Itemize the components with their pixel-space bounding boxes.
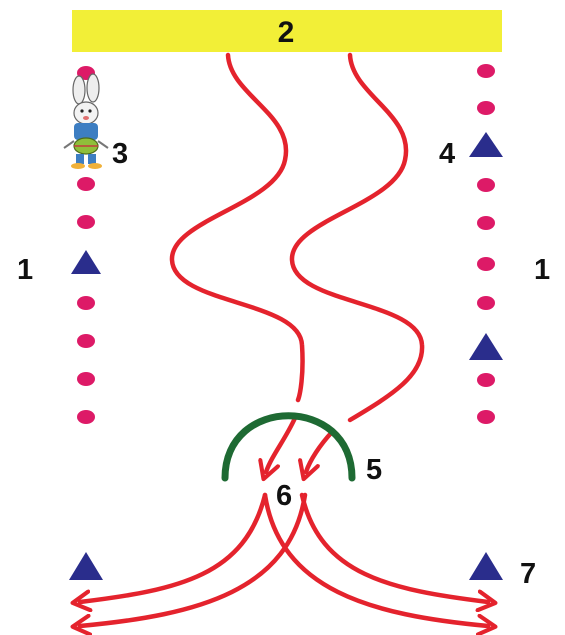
dot-marker-icon bbox=[477, 101, 495, 115]
dot-marker-icon bbox=[477, 64, 495, 78]
dot-marker-icon bbox=[77, 372, 95, 386]
bottom-left-triangle-icon bbox=[69, 552, 103, 580]
dot-marker-icon bbox=[77, 177, 95, 191]
right-dot-column bbox=[477, 64, 495, 424]
left-wavy-path bbox=[169, 52, 305, 403]
bottom-right-triangle-icon bbox=[469, 552, 503, 580]
dot-marker-icon bbox=[77, 215, 95, 229]
dot-marker-icon bbox=[77, 410, 95, 424]
right-wavy-path bbox=[289, 52, 425, 423]
label-arch: 5 bbox=[366, 454, 382, 486]
dot-marker-icon bbox=[477, 257, 495, 271]
label-left-side: 1 bbox=[17, 254, 33, 286]
label-right-triangle: 4 bbox=[439, 138, 455, 170]
left-triangle-icon bbox=[71, 250, 101, 274]
right-upper-triangle-icon bbox=[469, 132, 503, 157]
exit-arrow-left-bottom bbox=[80, 492, 308, 626]
bunny-with-drum-icon bbox=[63, 73, 109, 169]
dot-marker-icon bbox=[77, 334, 95, 348]
right-entry-arrow bbox=[306, 429, 335, 472]
dot-marker-icon bbox=[477, 373, 495, 387]
banner-label: 2 bbox=[278, 16, 295, 49]
dot-marker-icon bbox=[477, 178, 495, 192]
exit-arrow-right-top bbox=[299, 492, 488, 602]
label-bunny: 3 bbox=[112, 138, 128, 170]
dot-marker-icon bbox=[77, 296, 95, 310]
dot-marker-icon bbox=[477, 410, 495, 424]
arch-gate bbox=[221, 412, 356, 482]
right-lower-triangle-icon bbox=[469, 333, 503, 360]
start-banner bbox=[72, 10, 502, 52]
dot-marker-icon bbox=[477, 296, 495, 310]
label-bottom-right-triangle: 7 bbox=[520, 558, 536, 590]
exit-arrow-left-top bbox=[80, 492, 268, 602]
dot-marker-icon bbox=[477, 216, 495, 230]
left-entry-arrow bbox=[266, 415, 298, 472]
exit-arrow-right-bottom bbox=[262, 492, 488, 626]
label-arrival: 6 bbox=[276, 480, 292, 512]
label-right-side: 1 bbox=[534, 254, 550, 286]
